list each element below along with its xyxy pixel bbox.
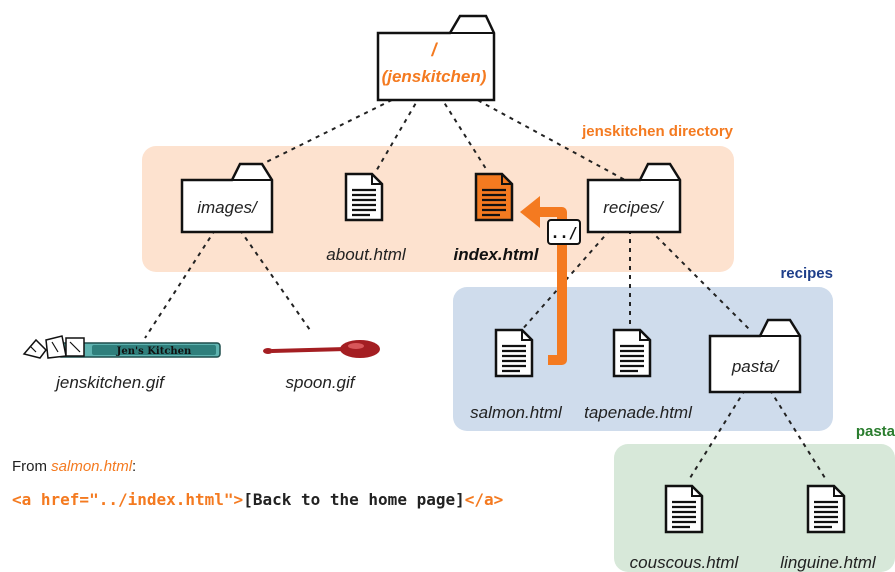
code-open-tag: <a href="../index.html"> bbox=[12, 490, 244, 509]
root-folder-label: (jenskitchen) bbox=[382, 67, 487, 86]
pasta-region-title: pasta bbox=[856, 423, 895, 440]
salmon-file-label: salmon.html bbox=[470, 403, 563, 422]
code-close-tag: </a> bbox=[464, 490, 504, 509]
recipes-folder-label: recipes/ bbox=[603, 198, 665, 217]
root-region bbox=[142, 146, 734, 272]
couscous-file-icon[interactable] bbox=[664, 484, 704, 534]
spoon-gif-label: spoon.gif bbox=[286, 373, 357, 392]
caption-from-suffix: : bbox=[132, 458, 137, 475]
root-slash-label: / bbox=[430, 40, 438, 60]
pasta-folder-icon[interactable] bbox=[708, 318, 802, 394]
root-region-title: jenskitchen directory bbox=[581, 123, 734, 140]
about-file-label: about.html bbox=[326, 245, 407, 264]
recipes-folder-icon[interactable] bbox=[586, 162, 682, 234]
recipes-region-title: recipes bbox=[780, 265, 833, 282]
relative-path-label: ../ bbox=[550, 224, 577, 242]
caption-from: From salmon.html: bbox=[12, 458, 136, 475]
caption-from-file: salmon.html bbox=[51, 458, 133, 475]
couscous-file-label: couscous.html bbox=[630, 553, 740, 572]
code-example: <a href="../index.html">[Back to the hom… bbox=[12, 490, 503, 509]
linguine-file-label: linguine.html bbox=[780, 553, 877, 572]
pasta-folder-label: pasta/ bbox=[731, 357, 781, 376]
tapenade-file-icon[interactable] bbox=[612, 328, 652, 378]
images-folder-icon[interactable] bbox=[180, 162, 274, 234]
relative-path-arrow bbox=[520, 196, 581, 365]
jenskitchen-logo-icon[interactable] bbox=[22, 335, 221, 359]
code-link-text: [Back to the home page] bbox=[243, 490, 465, 509]
tree-connectors bbox=[144, 95, 826, 479]
salmon-file-icon[interactable] bbox=[494, 328, 534, 378]
root-folder-icon[interactable] bbox=[376, 14, 496, 102]
jenskitchen-logo-text: Jen's Kitchen bbox=[116, 346, 192, 357]
images-folder-label: images/ bbox=[197, 198, 259, 217]
tapenade-file-label: tapenade.html bbox=[584, 403, 693, 422]
linguine-file-icon[interactable] bbox=[806, 484, 846, 534]
index-file-label: index.html bbox=[453, 245, 539, 264]
about-file-icon[interactable] bbox=[344, 172, 384, 222]
jenskitchen-gif-label: jenskitchen.gif bbox=[54, 373, 166, 392]
index-file-icon[interactable] bbox=[474, 172, 514, 222]
caption-from-prefix: From bbox=[12, 458, 52, 475]
spoon-icon[interactable] bbox=[263, 340, 380, 358]
